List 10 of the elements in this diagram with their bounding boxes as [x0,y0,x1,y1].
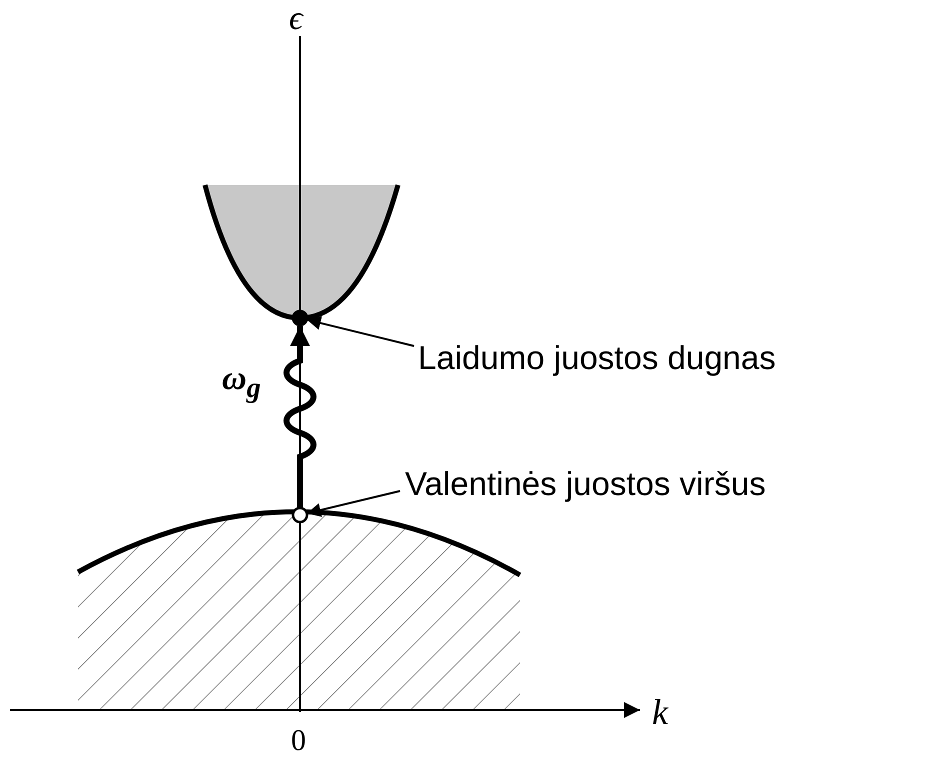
band-minimum-dot [292,310,308,326]
band-maximum-circle [292,506,308,524]
wavy-arrow [284,326,316,508]
annotation-text: Laidumo juostos dugnas [418,340,776,376]
axis-label: ϵ [289,2,303,36]
tick-label: 0 [291,726,306,756]
leader-line [306,316,414,347]
edge-label: ω$_{g}$ [222,362,261,404]
axis-label: k [652,694,668,730]
annotation-text: Valentinės juostos viršus [405,466,766,502]
